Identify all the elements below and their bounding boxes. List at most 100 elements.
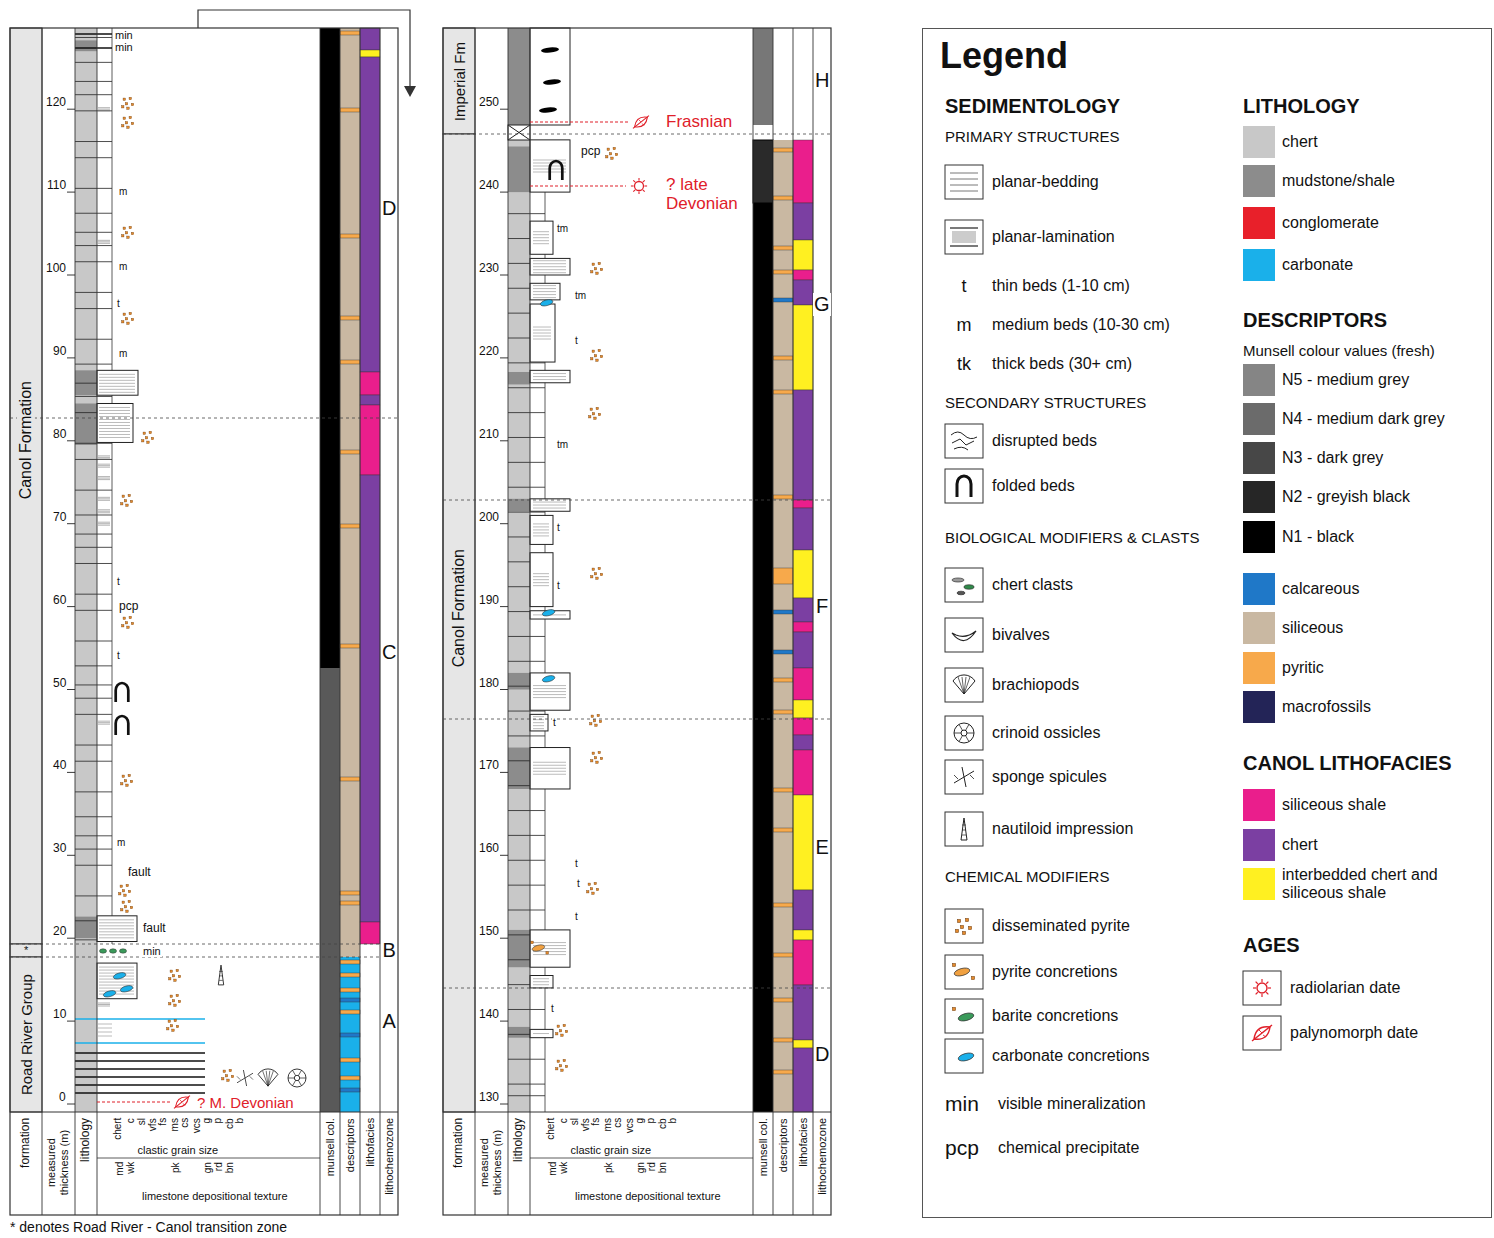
symbol-box (945, 909, 983, 943)
pyrite-grain (591, 760, 593, 762)
descriptor-stripe (340, 1058, 360, 1062)
legend-swatch (1243, 403, 1275, 435)
bed-box (97, 916, 137, 942)
lamination-line (533, 272, 566, 273)
disrupted-symbol (945, 424, 983, 458)
continuation-arrow (198, 10, 410, 88)
column-header: measured thickness (m) (45, 1118, 70, 1206)
barite-concretion (120, 949, 127, 953)
legend-text: pyritic (1282, 659, 1324, 677)
descriptor-stripe (773, 998, 793, 1002)
pyrite-grain (123, 227, 125, 229)
depth-tick (500, 772, 508, 773)
symbol-stroke (950, 185, 978, 186)
folded-symbol (116, 683, 129, 702)
depth-tick (67, 440, 75, 441)
bed-thickness-code: t (574, 858, 579, 870)
symbol-stroke (116, 683, 129, 702)
lamination-line (98, 457, 110, 458)
legend-text: crinoid ossicles (992, 724, 1100, 742)
column-header: c (124, 1118, 136, 1123)
footer-rule (443, 1112, 831, 1113)
legend-swatch (1243, 364, 1275, 396)
pyrite-grain (131, 103, 133, 105)
pyrite-grain (593, 720, 595, 722)
depth-tick (500, 1104, 508, 1105)
lamination-line (533, 981, 549, 982)
lamination-line (533, 260, 566, 261)
lamination-line (98, 478, 110, 479)
pyrite-grain (126, 884, 128, 886)
lithochemozone-letter: H (814, 69, 830, 92)
pyrite-grain (128, 774, 130, 776)
pyrite-symbol (556, 1024, 568, 1036)
legend-text: planar-bedding (992, 173, 1099, 191)
symbol-stroke (950, 191, 978, 192)
lamination-line (533, 771, 566, 772)
lamination-symbol (945, 220, 983, 254)
bed-thickness-code: t (556, 580, 561, 592)
symbol-stroke (952, 238, 976, 239)
symbol-stroke (962, 830, 966, 831)
bed-thickness-code: t (574, 335, 579, 347)
munsell-fill (753, 28, 773, 125)
mudstone-fill (508, 673, 530, 690)
descriptor-stripe (773, 495, 793, 499)
descriptor-stripe (773, 1038, 793, 1042)
pyrite-grain (962, 931, 965, 934)
pyrite-grain (591, 271, 593, 273)
bed-line (508, 810, 545, 811)
pyrite-grain (127, 236, 129, 238)
zone-boundary (10, 418, 398, 419)
symbol-stroke (1256, 992, 1258, 994)
bed-line (75, 684, 112, 685)
pyrite-symbol (169, 969, 181, 981)
pyrite-grain (609, 153, 611, 155)
pyrite-symbol (121, 774, 133, 786)
footnote: * denotes Road River - Canol transition … (10, 1219, 287, 1235)
bed-thickness-code: t (576, 878, 581, 890)
pyrite-grain (599, 720, 601, 722)
bed-line (75, 816, 112, 817)
lithofacies-fill (360, 50, 380, 57)
radio-symbol (631, 178, 647, 194)
mudstone-fill (508, 1027, 530, 1038)
symbol-stroke (293, 1080, 296, 1085)
pyrite-grain (952, 963, 955, 966)
barite-symbol (945, 999, 983, 1033)
lithofacies-fill (793, 632, 813, 668)
symbol-stroke (952, 240, 976, 241)
column-header: chert (545, 1118, 557, 1140)
legend-swatch (1243, 165, 1275, 197)
lithofacies-fill (360, 28, 380, 50)
symbol-shape (103, 989, 117, 998)
legend-text: sponge spicules (992, 768, 1107, 786)
lamination-line (533, 978, 549, 979)
lamination-line (99, 973, 134, 974)
lamination-line (99, 431, 130, 432)
column-divider (42, 28, 43, 1215)
lamination-line (99, 434, 130, 435)
formation-name: Imperial Fm (450, 39, 467, 124)
legend-swatch (1243, 829, 1275, 861)
bed-box (97, 370, 138, 395)
legend-subheading: BIOLOGICAL MODIFIERS & CLASTS (945, 529, 1200, 546)
pyrite-grain (178, 975, 180, 977)
zone-boundary (443, 988, 831, 989)
lamination-line (98, 522, 110, 523)
lamination-line (98, 455, 110, 456)
pyrite-grain (122, 321, 124, 323)
age-leader (97, 1101, 172, 1102)
bedding-symbol (945, 165, 983, 199)
depth-label: 160 (479, 842, 499, 856)
pyrite-grain (590, 408, 592, 410)
pyrite-grain (130, 780, 132, 782)
lamination-line (99, 383, 135, 384)
legend-subheading: CHEMICAL MODIFIERS (945, 868, 1109, 885)
column-divider (75, 28, 76, 1215)
symbol-stroke (952, 232, 976, 233)
lithochemozone-letter: E (815, 836, 830, 859)
column-divider (813, 28, 814, 1215)
mineralization-note: min (114, 29, 134, 42)
legend-text: nautiloid impression (992, 820, 1133, 838)
